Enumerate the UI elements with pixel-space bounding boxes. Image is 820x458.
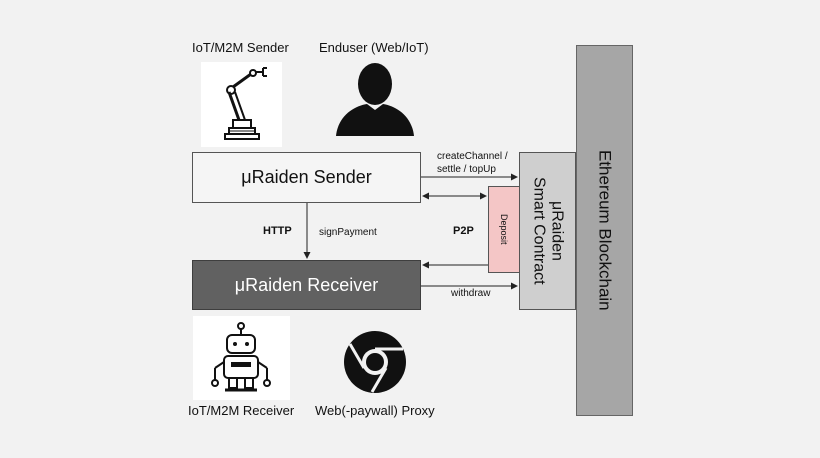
iot-receiver-label: IoT/M2M Receiver [188,403,295,418]
withdraw-label: withdraw [451,288,491,299]
deposit-label: Deposit [499,214,509,245]
uraiden-receiver-box: μRaiden Receiver [192,260,421,310]
contract-label-line1: μRaiden [548,201,566,261]
blockchain-label: Ethereum Blockchain [595,150,615,311]
enduser-label: Enduser (Web/IoT) [319,40,429,55]
sign-payment-label: signPayment [319,227,377,238]
contract-label-line2: Smart Contract [530,177,548,285]
person-silhouette-icon [332,60,418,138]
robot-icon [193,316,290,400]
proxy-label: Web(-paywall) Proxy [315,403,435,418]
robot-arm-icon [201,62,282,147]
p2p-label: P2P [453,225,474,237]
http-label: HTTP [263,225,292,237]
iot-sender-label: IoT/M2M Sender [192,40,289,55]
create-channel-label-line2: settle / topUp [437,164,496,175]
deposit-box: Deposit [488,186,520,273]
smart-contract-box: μRaiden Smart Contract [519,152,576,310]
uraiden-sender-box: μRaiden Sender [192,152,421,203]
create-channel-label-line1: createChannel / [437,151,508,162]
chrome-logo-icon [343,330,407,394]
ethereum-blockchain-bar: Ethereum Blockchain [576,45,633,416]
